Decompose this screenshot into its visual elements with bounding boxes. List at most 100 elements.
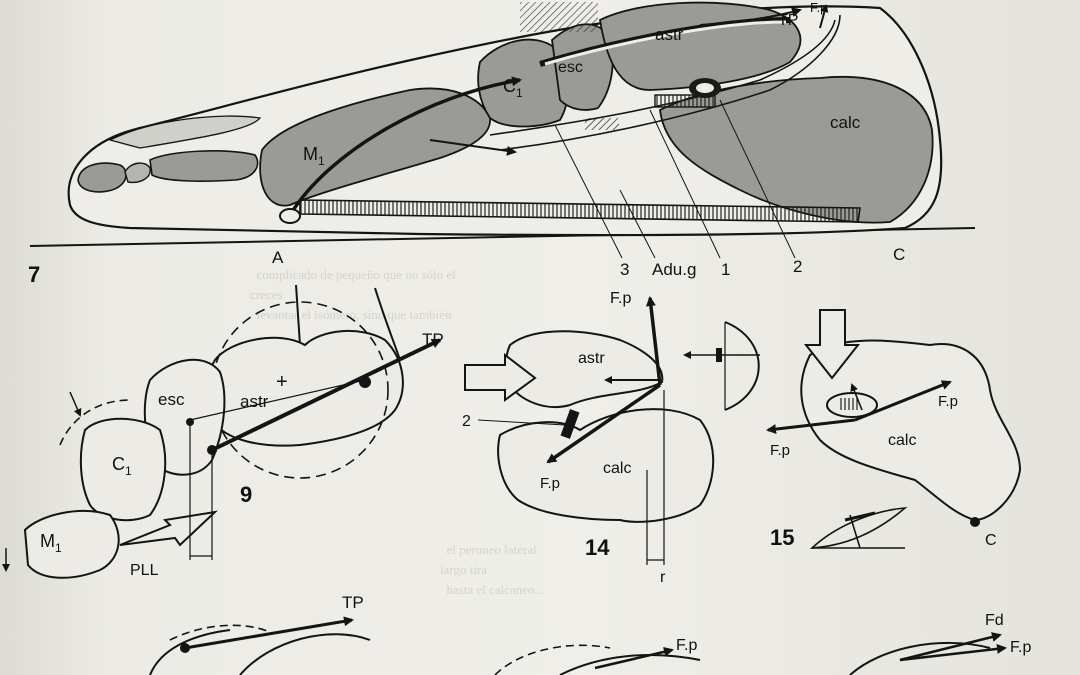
- tp-arrow: [699, 7, 802, 26]
- push-arrow-14: [464, 352, 537, 402]
- leg-line-right: [374, 287, 401, 361]
- bottom-tp-arrow: [184, 616, 354, 650]
- fp-right-arrow: [854, 380, 952, 422]
- label-3: 3: [620, 260, 629, 279]
- pivot-point-9: [359, 376, 371, 388]
- fp-left-arrow: [766, 418, 856, 435]
- label-astr: astr: [655, 25, 684, 44]
- leader-1: [649, 109, 721, 259]
- bottom-fp-arrow: [594, 646, 674, 670]
- ligament-joint: [654, 94, 716, 108]
- figure-7-foot-arch: 7 A C astr esc C1 M1 calc TP F.p 3 Adu.g…: [28, 0, 976, 287]
- figure-15-number: 15: [770, 525, 794, 550]
- metatarsal-m1-9: [23, 509, 120, 579]
- phalanx-distal: [77, 162, 127, 193]
- label-c: C: [893, 245, 905, 264]
- label-c1: C1: [503, 76, 523, 100]
- bottom-arc-left-2: [239, 633, 371, 675]
- point-c-15: [970, 517, 980, 527]
- label-c1-9: C1: [112, 454, 132, 478]
- bottom-arc-left-dashed: [169, 624, 271, 641]
- label-tp-9: TP: [422, 330, 444, 349]
- ligament-2-14: [560, 409, 580, 439]
- ligament-spring-inner: [544, 20, 787, 66]
- figure-9-midfoot: TP esc astr + C1 M1 PLL 9: [2, 284, 444, 579]
- label-calc-14: calc: [603, 460, 631, 477]
- label-fp-right-15: F.p: [938, 393, 958, 410]
- talus-astr-14: [505, 330, 664, 409]
- c1-dashed-outline: [59, 399, 131, 446]
- label-bottom-fp-right: F.p: [1010, 639, 1031, 656]
- label-a: A: [272, 248, 284, 267]
- leader-3: [554, 124, 623, 259]
- bottom-fd-arrow: [899, 632, 1002, 662]
- arch-arrow-lower: [429, 139, 517, 156]
- phalanx-middle: [124, 162, 151, 184]
- label-r: r: [660, 569, 666, 586]
- label-astr-9: astr: [240, 392, 269, 411]
- phalanx-proximal: [149, 150, 259, 182]
- tibialis-tendon-upper: [499, 14, 841, 151]
- fp-down-arrow: [546, 383, 661, 464]
- calcaneus-calc: [659, 76, 934, 224]
- tibialis-tendon-lower: [489, 19, 836, 136]
- label-calc-15: calc: [888, 432, 916, 449]
- arch-arrow-a: [288, 76, 522, 216]
- metatarsal-m1: [259, 87, 491, 207]
- fp-arrow-top: [819, 4, 829, 29]
- label-fp-bottom-14: F.p: [540, 475, 560, 492]
- diamond-symbol: [809, 507, 908, 549]
- bow-symbol: [724, 321, 760, 411]
- bottom-fp-right-arrow: [899, 643, 1007, 662]
- figure-9-number: 9: [240, 482, 252, 507]
- background-text-mid: el peroneo lateral largo tira hasta el c…: [440, 542, 545, 597]
- label-calc: calc: [830, 113, 861, 132]
- label-fp-left-15: F.p: [770, 442, 790, 459]
- diamond-axis: [849, 514, 861, 549]
- label-adu-g: Adu.g: [652, 260, 696, 279]
- label-bottom-fd: Fd: [985, 612, 1004, 629]
- plantar-fascia-band: [299, 199, 861, 223]
- figure-15-calcaneus: F.p F.p calc C 15: [766, 309, 1022, 550]
- leader-2-14: [477, 419, 566, 426]
- hatch-region-mid: [585, 118, 619, 130]
- figure-14-number: 14: [585, 535, 610, 560]
- talus-astr-9: [206, 329, 404, 447]
- bottom-point-left: [180, 643, 190, 653]
- label-1: 1: [721, 260, 730, 279]
- hatch-region-talus: [520, 2, 598, 32]
- fp-up-arrow: [645, 296, 662, 386]
- label-2: 2: [793, 257, 802, 276]
- joint-hatch-15: [838, 398, 858, 410]
- bottom-arc-mid-2: [559, 654, 701, 675]
- label-esc: esc: [558, 59, 583, 76]
- bottom-arc-mid: [494, 644, 611, 675]
- label-2-14: 2: [462, 413, 471, 430]
- label-c-15: C: [985, 532, 997, 549]
- leg-line-left: [295, 284, 301, 346]
- calcaneus-calc-14: [497, 408, 715, 523]
- label-m1-9: M1: [40, 531, 62, 555]
- label-m1: M1: [303, 144, 325, 168]
- figure-7-number: 7: [28, 262, 40, 287]
- leader-2: [719, 99, 796, 259]
- small-up-arrow-15: [850, 383, 863, 411]
- label-esc-9: esc: [158, 390, 185, 409]
- bottom-row-figures: TP F.p Fd F.p: [149, 593, 1031, 675]
- label-fp-top: F.p: [810, 0, 827, 15]
- label-tp: TP: [778, 12, 798, 29]
- bow-grip: [716, 348, 722, 362]
- background-text-left: complicado de pequeño que no sólo el cre…: [250, 267, 460, 322]
- label-fp-top-14: F.p: [610, 290, 631, 307]
- moment-line: [189, 379, 366, 421]
- push-arrow-15: [803, 309, 861, 380]
- label-bottom-fp-middle: F.p: [676, 637, 697, 654]
- label-pll: PLL: [130, 562, 159, 579]
- label-astr-14: astr: [578, 350, 605, 367]
- pll-arrow: [119, 510, 219, 547]
- bottom-arc-right: [849, 642, 991, 675]
- point-a: [279, 208, 301, 224]
- figure-14-subtalar: F.p astr 2 F.p calc r 14: [462, 290, 760, 586]
- bottom-arc-left: [149, 629, 231, 675]
